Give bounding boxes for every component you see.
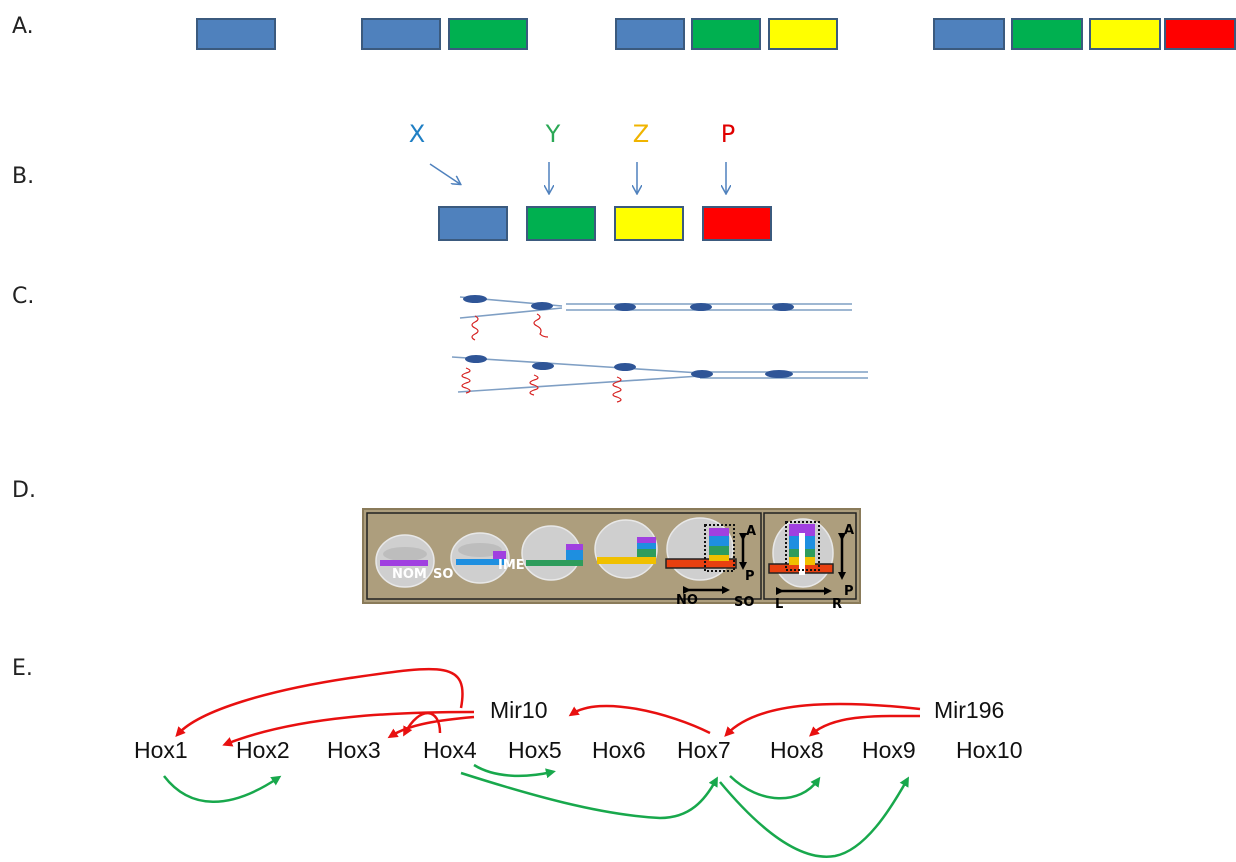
- box-blue: [933, 18, 1005, 50]
- mirna-mir196: Mir196: [934, 697, 1004, 723]
- gene-hox8: Hox8: [770, 737, 824, 763]
- box-green: [526, 206, 596, 241]
- panel-label-a: A.: [12, 14, 34, 39]
- panel-c: [451, 295, 868, 403]
- label-so-axis: SO: [734, 595, 754, 610]
- label-ime: IME: [498, 558, 525, 573]
- label-nom: NOM: [392, 567, 427, 582]
- activation-arrow: [729, 775, 821, 800]
- activation-arrow: [719, 776, 909, 858]
- gene-hox7: Hox7: [677, 737, 731, 763]
- mirna-mir10: Mir10: [490, 697, 548, 723]
- box-red: [1164, 18, 1236, 50]
- repression-arrow: [387, 715, 475, 739]
- gene-hox5: Hox5: [508, 737, 562, 763]
- panel-label-d: D.: [12, 478, 36, 503]
- repression-arrow: [568, 704, 711, 735]
- squiggle: [471, 315, 479, 341]
- repression-arrow: [808, 714, 921, 737]
- panel-b-arrows: [429, 162, 726, 193]
- label-so: SO: [433, 567, 453, 582]
- gene-hox9: Hox9: [862, 737, 916, 763]
- box-blue: [361, 18, 441, 50]
- box-red: [702, 206, 772, 241]
- label-a: A: [746, 524, 756, 539]
- variable-label-z: Z: [632, 120, 650, 148]
- variable-label-p: P: [720, 120, 736, 148]
- box-green: [691, 18, 761, 50]
- node: [614, 363, 636, 371]
- activation-arrow: [473, 763, 556, 779]
- box-yellow: [1089, 18, 1161, 50]
- repression-arrow: [222, 710, 475, 747]
- strand-bottom: [451, 356, 868, 393]
- variable-label-x: X: [408, 120, 426, 148]
- squiggle: [612, 376, 622, 403]
- variable-label-y: Y: [545, 120, 561, 148]
- squiggle: [533, 313, 549, 338]
- gene-hox1: Hox1: [134, 737, 188, 763]
- gene-hox2: Hox2: [236, 737, 290, 763]
- label-p: P: [745, 569, 755, 584]
- squiggle: [529, 374, 539, 396]
- node: [463, 295, 487, 303]
- repression-arrow: [175, 667, 464, 737]
- activation-arrow: [163, 775, 282, 803]
- label-p-2: P: [844, 584, 854, 599]
- box-green: [448, 18, 528, 50]
- gene-hox10: Hox10: [956, 737, 1022, 763]
- panel-label-c: C.: [12, 284, 35, 309]
- squiggle: [461, 367, 471, 394]
- box-blue: [196, 18, 276, 50]
- label-no: NO: [676, 593, 698, 608]
- label-l: L: [775, 597, 783, 612]
- panel-e: Hox1 Hox2 Hox3 Hox4 Hox5 Hox6 Hox7 Hox8 …: [134, 667, 1022, 858]
- gene-hox6: Hox6: [592, 737, 646, 763]
- label-a-2: A: [844, 523, 854, 538]
- arrow-x: [429, 163, 460, 184]
- gene-hox3: Hox3: [327, 737, 381, 763]
- node: [690, 303, 712, 311]
- node: [465, 355, 487, 363]
- node: [691, 370, 713, 378]
- box-yellow: [614, 206, 684, 241]
- repression-arrow: [403, 711, 442, 737]
- label-r: R: [832, 597, 842, 612]
- node: [772, 303, 794, 311]
- node: [532, 362, 554, 370]
- box-yellow: [768, 18, 838, 50]
- panel-label-e: E.: [12, 656, 33, 681]
- node: [614, 303, 636, 311]
- activation-arrow: [460, 771, 718, 820]
- panel-label-b: B.: [12, 164, 35, 189]
- node: [531, 302, 553, 310]
- repression-arrow: [724, 702, 921, 737]
- node: [765, 370, 793, 378]
- box-blue: [615, 18, 685, 50]
- box-green: [1011, 18, 1083, 50]
- box-blue: [438, 206, 508, 241]
- panel-d: NOM SO IME A P NO SO A P L R: [362, 508, 861, 612]
- gene-hox4: Hox4: [423, 737, 477, 763]
